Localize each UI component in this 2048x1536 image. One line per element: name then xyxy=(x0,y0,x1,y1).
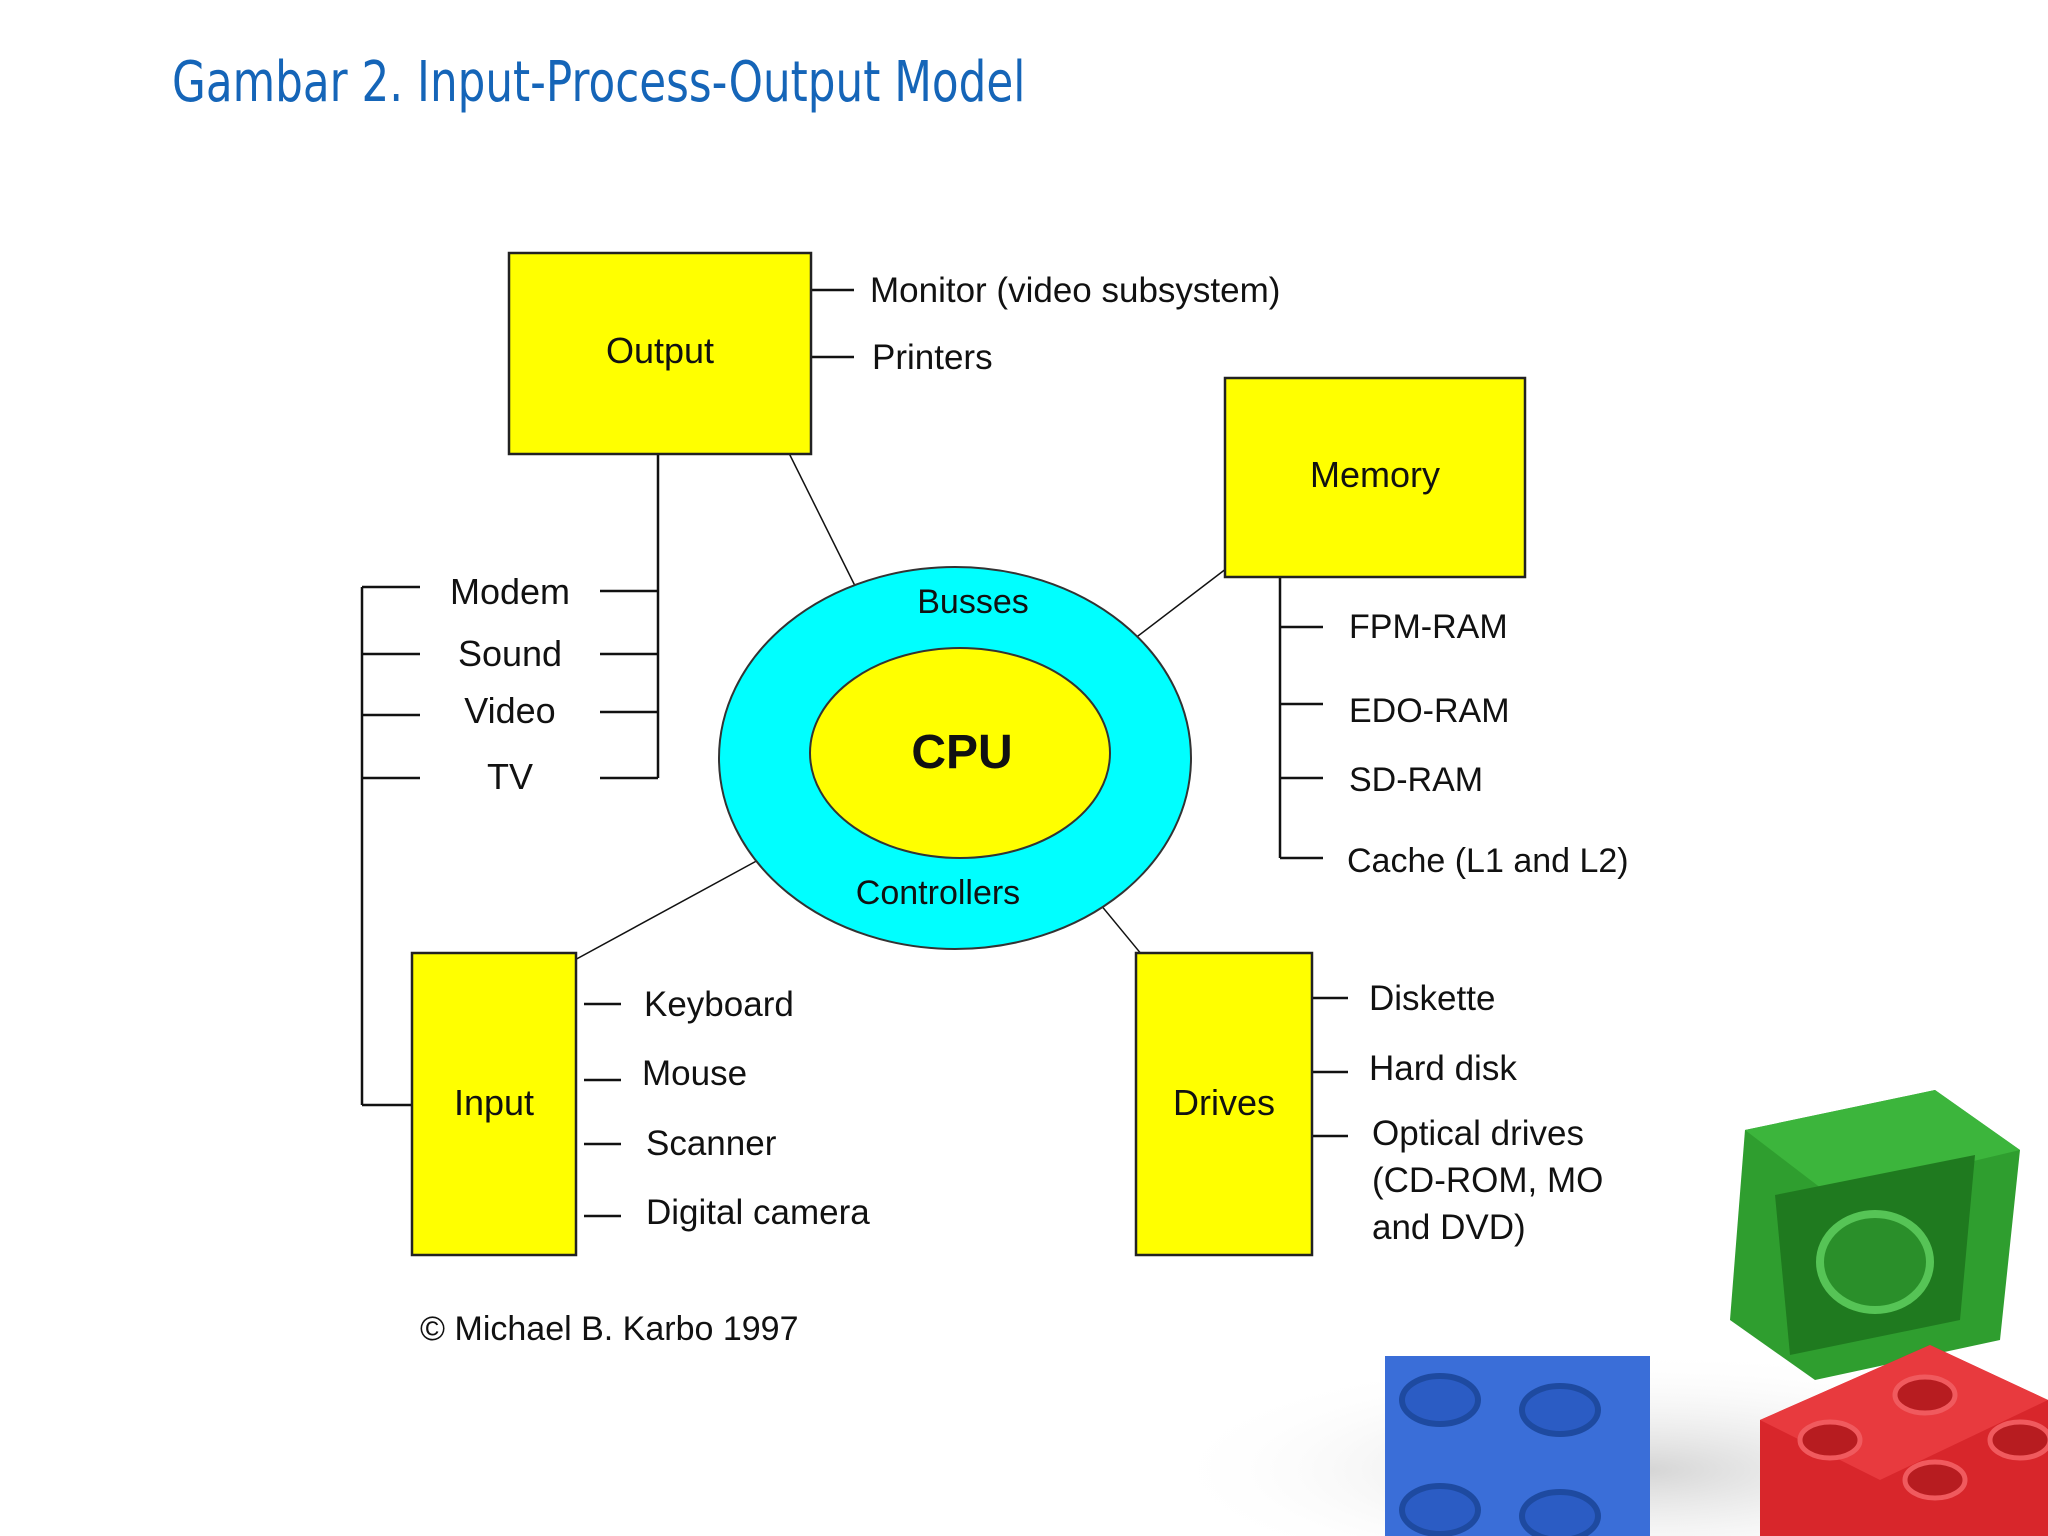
blue-lego-brick-icon xyxy=(1385,1330,1650,1536)
adapter-sound: Sound xyxy=(458,633,562,674)
drives-box xyxy=(1134,951,1314,1257)
input-item-camera: Digital camera xyxy=(646,1193,870,1232)
adapter-video: Video xyxy=(464,690,555,731)
green-lego-brick-icon xyxy=(1730,1090,2020,1380)
input-box xyxy=(410,951,578,1257)
memory-label: Memory xyxy=(1310,454,1440,495)
busses-label: Busses xyxy=(917,583,1029,621)
memory-item-fpm: FPM-RAM xyxy=(1349,608,1508,646)
memory-item-cache: Cache (L1 and L2) xyxy=(1347,842,1629,880)
adapter-tv: TV xyxy=(487,756,533,797)
red-lego-brick-icon xyxy=(1760,1345,2048,1536)
output-item-printers: Printers xyxy=(872,338,993,377)
output-box xyxy=(507,251,813,456)
input-item-keyboard: Keyboard xyxy=(644,985,794,1024)
diagram-panel: Output Memory Input Drives Busses CPU Co… xyxy=(354,192,1712,1356)
drives-item-optical-line2: (CD-ROM, MO xyxy=(1372,1161,1603,1200)
input-item-scanner: Scanner xyxy=(646,1124,777,1163)
copyright-text: © Michael B. Karbo 1997 xyxy=(420,1310,798,1348)
slide-title: Gambar 2. Input-Process-Output Model xyxy=(172,50,1026,115)
output-label: Output xyxy=(606,330,714,371)
drives-item-hard-disk: Hard disk xyxy=(1369,1049,1517,1088)
controllers-label: Controllers xyxy=(856,874,1020,912)
output-item-monitor: Monitor (video subsystem) xyxy=(870,271,1280,310)
cpu-core xyxy=(809,647,1111,859)
memory-item-edo: EDO-RAM xyxy=(1349,692,1510,730)
drives-item-optical-line1: Optical drives xyxy=(1372,1114,1584,1153)
adapter-modem: Modem xyxy=(450,571,570,612)
drives-item-optical-line3: and DVD) xyxy=(1372,1208,1526,1247)
drives-label: Drives xyxy=(1173,1082,1275,1123)
memory-item-sd: SD-RAM xyxy=(1349,761,1483,799)
drives-item-diskette: Diskette xyxy=(1369,979,1495,1018)
memory-box xyxy=(1223,376,1527,579)
input-item-mouse: Mouse xyxy=(642,1054,747,1093)
cpu-label: CPU xyxy=(911,726,1012,779)
input-label: Input xyxy=(454,1082,534,1123)
ipo-diagram: Output Memory Input Drives Busses CPU Co… xyxy=(360,251,1629,1348)
